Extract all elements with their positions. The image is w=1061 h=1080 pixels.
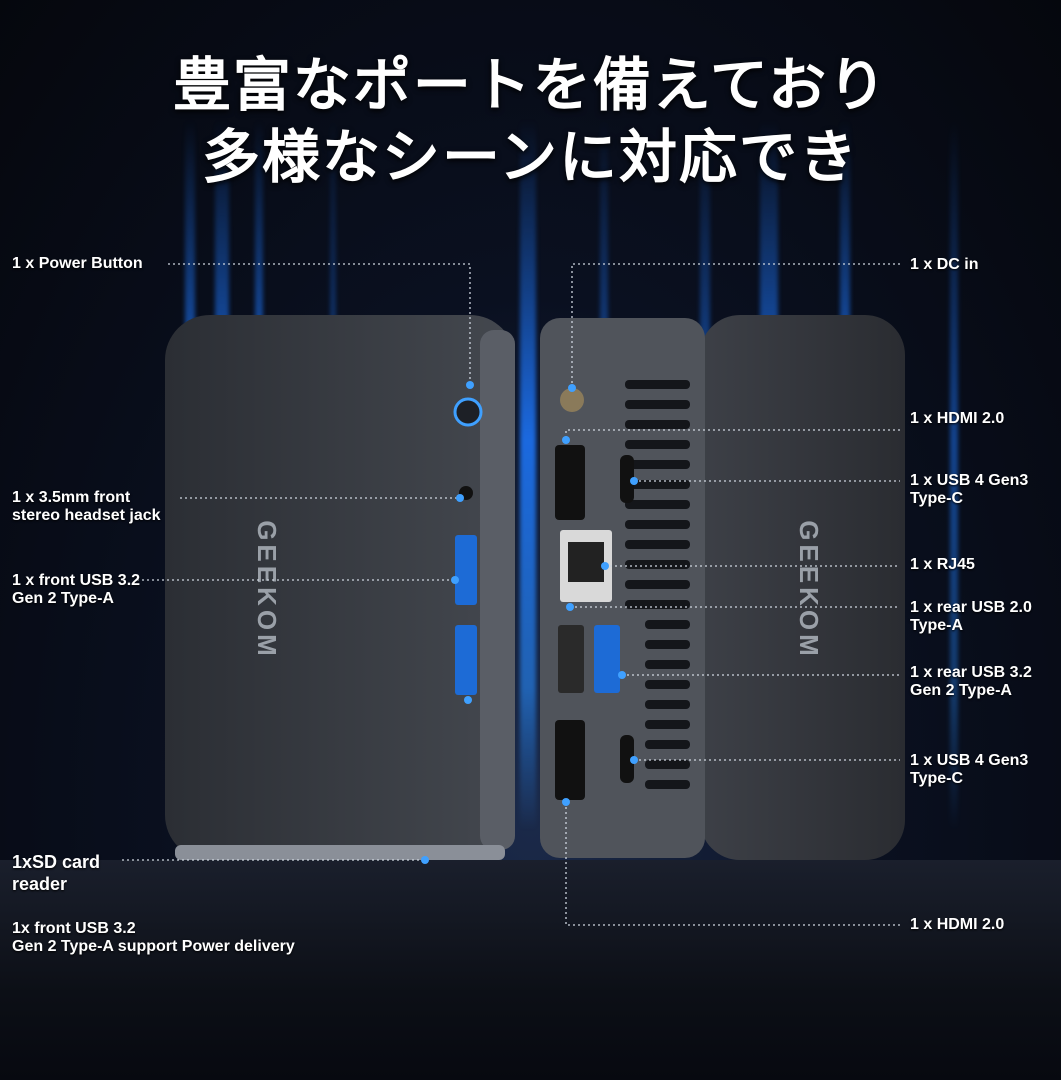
- right-mini-pc: GEEKOM: [540, 315, 905, 860]
- usb-port-icon: [455, 625, 477, 695]
- svg-text:GEEKOM: GEEKOM: [252, 520, 282, 660]
- dc-jack-icon: [560, 388, 584, 412]
- headline-line-1: 豊富なポートを備えており: [172, 53, 889, 118]
- usb-port-icon: [558, 625, 584, 693]
- label-power-button: 1 x Power Button: [12, 255, 143, 272]
- power-icon: [453, 397, 483, 427]
- label-dc-in: 1 x DC in: [910, 256, 979, 273]
- floor-reflection: [0, 860, 1061, 1080]
- leader-lines: [122, 263, 900, 926]
- label-rj45: 1 x RJ45: [910, 556, 975, 573]
- usb-port-icon: [455, 535, 477, 605]
- usbc-port-icon: [620, 455, 634, 503]
- hdmi-port-icon: [555, 445, 585, 520]
- hdmi-port-icon: [555, 720, 585, 800]
- left-mini-pc: GEEKOM: [165, 315, 515, 860]
- usbc-port-icon: [620, 735, 634, 783]
- svg-text:GEEKOM: GEEKOM: [794, 520, 824, 660]
- usb-port-icon: [594, 625, 620, 693]
- headline-line-2: 多様なシーンに対応でき: [201, 125, 860, 190]
- label-hdmi-1: 1 x HDMI 2.0: [910, 410, 1005, 427]
- label-hdmi-2: 1 x HDMI 2.0: [910, 916, 1005, 933]
- leader-dots: [421, 381, 638, 864]
